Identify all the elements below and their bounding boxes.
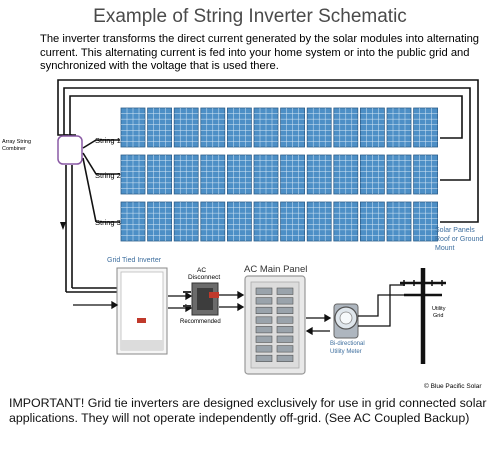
solar-panel xyxy=(253,201,279,242)
solar-panel xyxy=(280,107,306,148)
flow-arrow xyxy=(60,222,66,230)
solar-panel xyxy=(200,107,226,148)
solar-panel xyxy=(413,154,439,195)
bi-directional-meter xyxy=(333,303,359,339)
solar-panel xyxy=(333,201,359,242)
solar-panel xyxy=(359,201,385,242)
solar-panel xyxy=(359,107,385,148)
solar-panel xyxy=(147,154,173,195)
solar-panel xyxy=(386,201,412,242)
solar-panel xyxy=(413,201,439,242)
solar-panel xyxy=(359,154,385,195)
breaker xyxy=(276,297,294,305)
utility-grid-label-line2: Grid xyxy=(433,313,443,319)
solar-panels-label-line2: Roof or Ground xyxy=(435,236,483,243)
solar-panel xyxy=(226,201,252,242)
solar-panel xyxy=(413,107,439,148)
breaker xyxy=(276,287,294,295)
string-3-label: String 3 xyxy=(95,218,121,227)
meter-label-line2: Utility Meter xyxy=(330,349,362,355)
breaker xyxy=(276,335,294,343)
solar-panel xyxy=(200,154,226,195)
diagram-title: Example of String Inverter Schematic xyxy=(93,6,407,27)
solar-panel xyxy=(306,201,332,242)
breaker xyxy=(276,326,294,334)
solar-panel xyxy=(280,154,306,195)
utility-grid-label-line1: Utility xyxy=(432,306,446,312)
solar-panel xyxy=(226,107,252,148)
dc-wiring xyxy=(57,79,479,293)
combiner-label-line1: Array String xyxy=(2,139,31,145)
breaker xyxy=(255,316,273,324)
solar-panel xyxy=(253,154,279,195)
solar-panel xyxy=(386,154,412,195)
array-string-combiner xyxy=(57,135,83,165)
breaker xyxy=(276,316,294,324)
solar-panel xyxy=(306,107,332,148)
solar-panel xyxy=(333,154,359,195)
string-1-label: String 1 xyxy=(95,136,121,145)
solar-panel xyxy=(120,201,146,242)
breaker xyxy=(255,354,273,363)
solar-panel xyxy=(147,107,173,148)
breaker xyxy=(255,326,273,334)
solar-panel xyxy=(120,107,146,148)
solar-panels-label-line1: Solar Panels xyxy=(435,227,475,234)
inverter-label: Grid Tied Inverter xyxy=(107,257,162,264)
utility-pole xyxy=(400,268,446,364)
recommended-label: Recommended xyxy=(180,319,221,325)
breaker xyxy=(255,345,273,353)
solar-panel xyxy=(280,201,306,242)
meter-label-line1: Bi-directional xyxy=(330,341,365,347)
solar-panel xyxy=(173,154,199,195)
credit-label: © Blue Pacific Solar xyxy=(424,382,482,390)
solar-panel xyxy=(306,154,332,195)
grid-tied-inverter xyxy=(116,267,168,355)
breaker xyxy=(255,306,273,315)
breaker xyxy=(255,335,273,343)
solar-panel-array xyxy=(120,107,439,242)
ac-main-panel xyxy=(244,275,306,375)
breaker xyxy=(255,297,273,305)
solar-panel xyxy=(333,107,359,148)
solar-panel xyxy=(253,107,279,148)
solar-panel xyxy=(200,201,226,242)
breaker xyxy=(276,306,294,315)
breaker xyxy=(276,345,294,353)
solar-panel xyxy=(173,201,199,242)
solar-panel xyxy=(386,107,412,148)
ac-disconnect-label-line1: AC xyxy=(197,267,206,274)
intro-paragraph: The inverter transforms the direct curre… xyxy=(40,33,480,73)
important-note: IMPORTANT! Grid tie inverters are design… xyxy=(9,396,487,425)
solar-panel xyxy=(147,201,173,242)
breaker xyxy=(255,287,273,295)
solar-panel xyxy=(120,154,146,195)
string-2-label: String 2 xyxy=(95,171,121,180)
solar-panel xyxy=(173,107,199,148)
solar-panels-label-line3: Mount xyxy=(435,245,455,252)
ac-disconnect-switch xyxy=(183,282,219,316)
ac-main-panel-label: AC Main Panel xyxy=(244,264,307,275)
breaker xyxy=(276,354,294,363)
ac-disconnect-label-line2: Disconnect xyxy=(188,274,220,281)
combiner-label-line2: Combiner xyxy=(2,146,26,152)
solar-panel xyxy=(226,154,252,195)
